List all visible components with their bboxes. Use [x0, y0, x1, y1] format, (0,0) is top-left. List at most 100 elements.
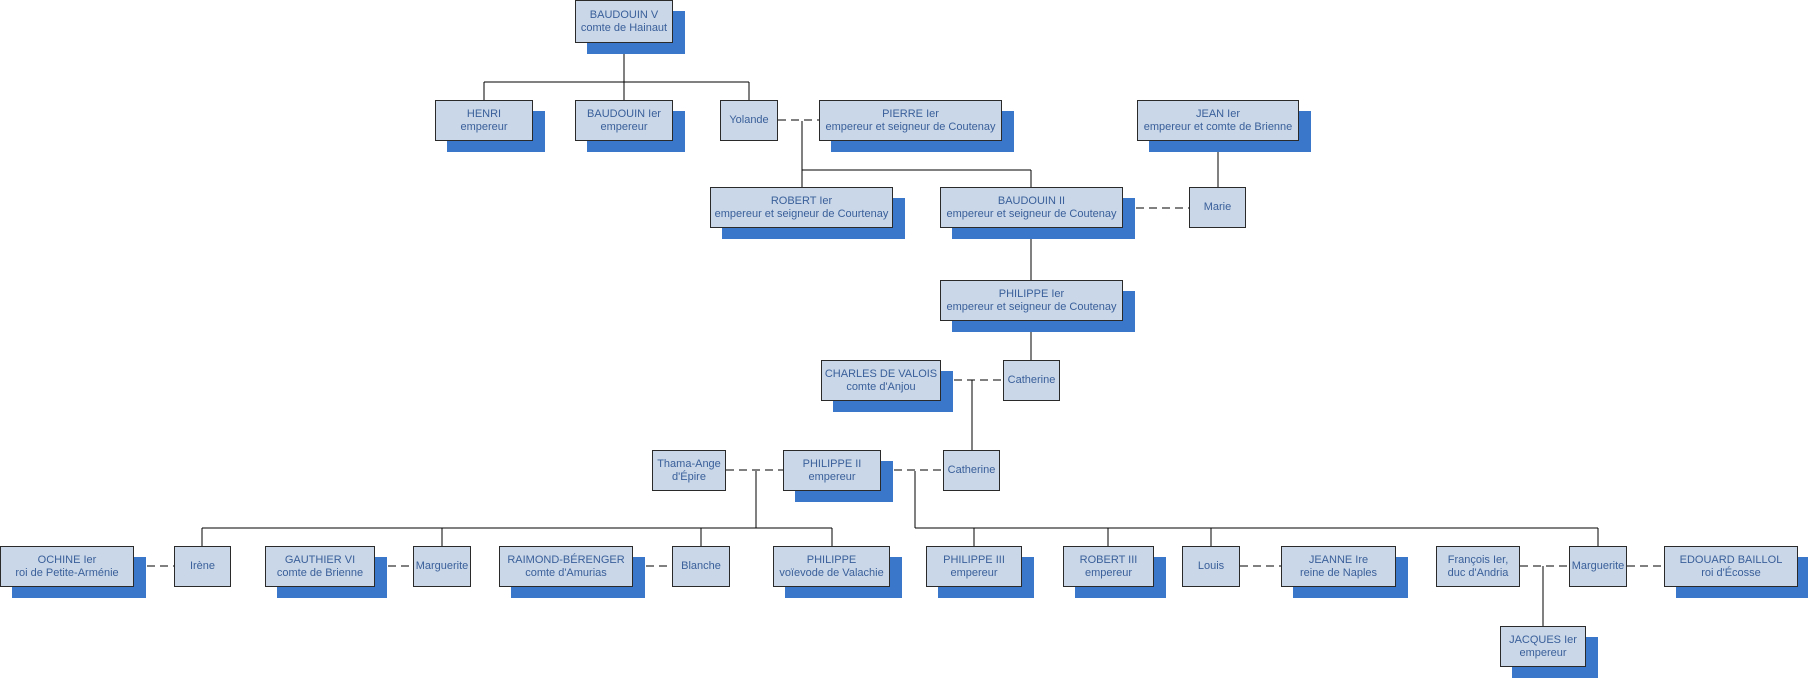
person-title: comte de Brienne	[276, 566, 364, 579]
person-name: PHILIPPE	[806, 553, 857, 566]
person-name: Blanche	[681, 560, 721, 572]
person-name: HENRI	[466, 107, 502, 120]
person-name: JEAN Ier	[1195, 107, 1240, 120]
person-title: empereur	[460, 120, 508, 133]
person-name: RAIMOND-BÉRENGER	[507, 553, 625, 566]
person-catherine-1: Catherine	[1003, 360, 1060, 401]
person-name: PHILIPPE Ier	[998, 287, 1065, 300]
person-box: François Ier,duc d'Andria	[1436, 546, 1520, 587]
person-name: EDOUARD BAILLOL	[1679, 553, 1783, 566]
person-box: Catherine	[1003, 360, 1060, 401]
person-box: Catherine	[943, 450, 1000, 491]
person-box: Yolande	[720, 100, 778, 141]
person-marguerite-2: Marguerite	[1569, 546, 1627, 587]
person-name: PHILIPPE II	[802, 457, 862, 470]
person-name: PIERRE Ier	[882, 107, 939, 120]
person-title: duc d'Andria	[1447, 566, 1509, 579]
person-name: Marguerite	[415, 560, 469, 572]
person-catherine-2: Catherine	[943, 450, 1000, 491]
person-box: Marie	[1189, 187, 1246, 228]
person-name: CHARLES DE VALOIS	[824, 367, 938, 380]
person-marguerite-1: Marguerite	[413, 546, 471, 587]
person-irene: Irène	[174, 546, 231, 587]
person-name: OCHINE Ier	[37, 553, 97, 566]
person-title: roi de Petite-Arménie	[15, 566, 119, 579]
person-title: comte d'Anjou	[846, 380, 916, 393]
person-title: voïevode de Valachie	[779, 566, 884, 579]
person-title: empereur	[808, 470, 856, 483]
person-name: BAUDOUIN II	[997, 194, 1066, 207]
person-box: Louis	[1182, 546, 1240, 587]
person-name: Yolande	[729, 114, 769, 126]
person-title: reine de Naples	[1299, 566, 1378, 579]
person-title: empereur	[600, 120, 648, 133]
person-name: BAUDOUIN V	[589, 8, 659, 21]
person-box: Marguerite	[1569, 546, 1627, 587]
person-box: Blanche	[672, 546, 730, 587]
person-blanche: Blanche	[672, 546, 730, 587]
person-title: comte de Hainaut	[580, 21, 668, 34]
person-title: empereur	[950, 566, 998, 579]
person-title: empereur et seigneur de Coutenay	[825, 120, 996, 133]
person-yolande: Yolande	[720, 100, 778, 141]
person-louis: Louis	[1182, 546, 1240, 587]
person-box: Irène	[174, 546, 231, 587]
person-name: Catherine	[947, 464, 996, 476]
person-box: Marguerite	[413, 546, 471, 587]
person-title: empereur et comte de Brienne	[1143, 120, 1293, 133]
person-name: BAUDOUIN Ier	[587, 107, 661, 120]
person-name: GAUTHIER VI	[284, 553, 356, 566]
person-name: JACQUES Ier	[1509, 633, 1577, 646]
person-title: empereur	[1519, 646, 1567, 659]
person-title: comte d'Amurias	[525, 566, 607, 579]
person-name: JEANNE Ire	[1308, 553, 1369, 566]
person-name: Thama-Ange	[657, 457, 721, 470]
person-name: Louis	[1197, 560, 1225, 572]
person-title: empereur	[1084, 566, 1133, 579]
person-name: Marie	[1203, 201, 1232, 213]
person-marie: Marie	[1189, 187, 1246, 228]
person-name: ROBERT III	[1079, 553, 1138, 566]
person-title: roi d'Écosse	[1701, 566, 1761, 579]
person-title: empereur et seigneur de Coutenay	[946, 207, 1117, 220]
person-name: Marguerite	[1571, 560, 1625, 572]
person-name: PHILIPPE III	[943, 553, 1005, 566]
person-name: ROBERT Ier	[770, 194, 833, 207]
person-title: d'Épire	[672, 470, 706, 483]
